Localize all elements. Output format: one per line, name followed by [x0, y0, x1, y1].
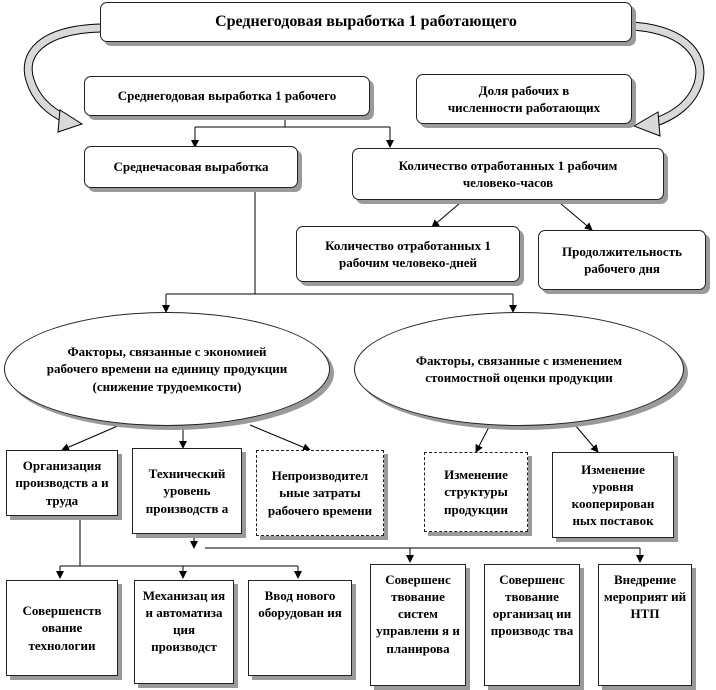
curved-arrow-left: [23, 23, 101, 133]
day-length: Продолжительность рабочего дня: [538, 230, 706, 290]
product-structure-label: Изменение структуры продукции: [444, 467, 508, 517]
connector-lines: [56, 118, 644, 579]
tech-level: Технический уровень производств а: [132, 448, 242, 534]
org-production-label: Организация производств а и труда: [15, 458, 109, 508]
worked-hours-label: Количество отработанных 1 рабочим челове…: [398, 157, 618, 190]
tech-level-label: Технический уровень производств а: [145, 466, 229, 516]
tech-improvement-label: Совершенств ование технологии: [22, 603, 102, 653]
coop-supply-change: Изменение уровня кооперирован ных постав…: [552, 452, 674, 538]
worked-days-label: Количество отработанных 1 рабочим челове…: [325, 237, 491, 270]
avg-output-worker: Среднегодовая выработка 1 рабочего: [84, 76, 370, 116]
ntp-measures: Внедрение мероприят ий НТП: [598, 564, 692, 686]
product-structure-change: Изменение структуры продукции: [424, 452, 528, 532]
worked-hours: Количество отработанных 1 рабочим челове…: [352, 148, 664, 200]
unproductive-time-costs: Непроизводител ьные затраты рабочего вре…: [256, 450, 384, 536]
factors-time-label: Факторы, связанные с экономией рабочего …: [46, 344, 288, 394]
hourly-output: Среднечасовая выработка: [84, 146, 298, 188]
mgmt-planning-improvement: Совершенс твование систем управлени я и …: [370, 564, 466, 686]
org-production-labor: Организация производств а и труда: [6, 450, 118, 516]
coop-level-label: Изменение уровня кооперирован ных постав…: [571, 461, 655, 529]
prod-organization-improvement: Совершенс твование организац ии производ…: [484, 564, 580, 686]
mechanization-label: Механизац ия и автоматиза ция производст: [142, 588, 226, 655]
worker-share-label: Доля рабочих в численности работающих: [447, 82, 601, 115]
root-avg-output-employee: Среднегодовая выработка 1 работающего: [100, 2, 632, 42]
curved-arrow-right: [631, 21, 705, 137]
worked-days: Количество отработанных 1 рабочим челове…: [296, 226, 520, 282]
ntp-measures-label: Внедрение мероприят ий НТП: [603, 572, 687, 622]
prod-organization-label: Совершенс твование организац ии производ…: [490, 572, 574, 639]
mgmt-systems-label: Совершенс твование систем управлени я и …: [376, 572, 460, 656]
new-equipment: Ввод нового оборудован ия: [248, 580, 352, 676]
hourly-output-label: Среднечасовая выработка: [113, 159, 269, 175]
unproductive-costs-label: Непроизводител ьные затраты рабочего вре…: [267, 468, 373, 518]
day-length-label: Продолжительность рабочего дня: [562, 243, 682, 276]
factors-cost-valuation: Факторы, связанные с изменением стоимост…: [354, 312, 684, 426]
factors-time-saving: Факторы, связанные с экономией рабочего …: [4, 312, 330, 426]
worker-share: Доля рабочих в численности работающих: [416, 74, 632, 124]
new-equipment-label: Ввод нового оборудован ия: [258, 588, 342, 621]
root-label: Среднегодовая выработка 1 работающего: [215, 13, 517, 31]
tech-improvement: Совершенств ование технологии: [6, 580, 118, 676]
avg-worker-label: Среднегодовая выработка 1 рабочего: [117, 88, 337, 104]
factors-cost-label: Факторы, связанные с изменением стоимост…: [415, 352, 623, 385]
mechanization-automation: Механизац ия и автоматиза ция производст: [134, 580, 234, 684]
